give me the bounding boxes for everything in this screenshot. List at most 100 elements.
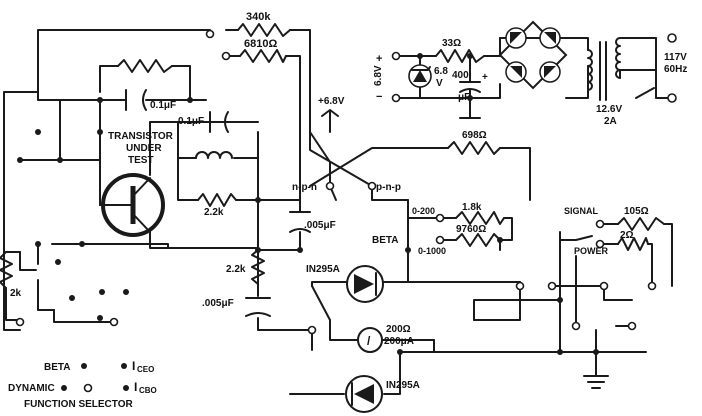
meter-200ua (357, 327, 383, 353)
label-0-1uf-b: 0.1μF (178, 116, 204, 127)
labels: 340k 6810Ω 0.1μF TRANSISTOR UNDER TEST 0… (8, 11, 687, 410)
resistor-1-8k (455, 211, 505, 225)
resistor-2-2k-b (251, 249, 265, 285)
label-pnp: p-n-p (376, 182, 401, 193)
mains-terminal-2 (667, 93, 677, 103)
label-dut-1: TRANSISTOR (108, 131, 174, 142)
label-2-2k-b: 2.2k (226, 264, 246, 275)
label-dut-3: TEST (128, 155, 154, 166)
capacitor-005uf-a (289, 211, 311, 233)
label-fs-dynamic: DYNAMIC (8, 383, 55, 394)
label-fs-title: FUNCTION SELECTOR (24, 399, 133, 410)
terminal-c (599, 281, 609, 291)
switch-contact-340k (205, 29, 215, 39)
label-698: 698Ω (462, 130, 487, 141)
label-supply-plus: + (376, 53, 382, 65)
label-zener-v2: V (436, 78, 443, 89)
label-beta: BETA (372, 235, 398, 246)
npn-contact (325, 181, 335, 191)
label-2k: 2k (10, 288, 22, 299)
power-switch (635, 87, 655, 99)
resistor-feedback (117, 59, 173, 73)
label-signal: SIGNAL (564, 206, 599, 216)
label-340k: 340k (246, 11, 271, 23)
label-2-2k-a: 2.2k (204, 207, 224, 218)
terminal-f (627, 321, 637, 331)
diode-in295a-2 (345, 375, 383, 413)
pnp-contact (367, 181, 377, 191)
resistor-2 (617, 237, 649, 251)
label-6810: 6810Ω (244, 38, 277, 50)
resistor-340k (237, 23, 291, 37)
selector-contact-b (15, 317, 25, 327)
label-400-a: 400 (452, 70, 469, 81)
label-dut-2: UNDER (126, 143, 162, 154)
junction-dots (17, 53, 599, 391)
label-diode-1: IN295A (306, 264, 340, 275)
mains-terminal-1 (667, 33, 677, 43)
capacitor-400uf (459, 81, 481, 93)
label-fs-beta: BETA (44, 362, 70, 373)
label-npn: n-p-n (292, 182, 317, 193)
label-005uf-a: .005μF (304, 220, 336, 231)
meter-switch-contact (307, 325, 317, 335)
terminal-e (571, 321, 581, 331)
meter-needle-icon: / (367, 334, 371, 348)
label-fs-iceo: I (132, 359, 135, 373)
signal-contact (595, 219, 605, 229)
label-fs-icbo: I (134, 380, 137, 394)
capacitor-0-1uf (125, 89, 147, 111)
terminal-b (547, 281, 557, 291)
label-400-b: μF (458, 92, 470, 103)
label-secondary-2: 2A (604, 116, 617, 127)
diode-in295a-1 (346, 265, 384, 303)
label-400-plus: + (482, 72, 488, 83)
label-mains-1: 117V (664, 52, 687, 63)
supply-terminal-neg (391, 93, 401, 103)
label-zener-v1: 6.8 (434, 66, 448, 77)
label-supply-minus: − (376, 91, 382, 103)
supply-terminal-pos (391, 51, 401, 61)
label-fs-iceo-sub: CEO (137, 365, 154, 374)
resistor-2k (0, 251, 21, 321)
resistor-6810 (239, 49, 287, 63)
label-rail-pos: +6.8V (318, 96, 345, 107)
zener-diode (408, 64, 432, 88)
selector-contact-a (109, 317, 119, 327)
beta-contact-0-200 (435, 213, 445, 223)
bridge-rectifier (498, 20, 568, 90)
label-beta-0200: 0-200 (412, 206, 435, 216)
label-supply-v: 6.8V (373, 65, 384, 86)
label-005uf-b: .005μF (202, 298, 234, 309)
terminal-d (647, 281, 657, 291)
label-105: 105Ω (624, 206, 649, 217)
resistor-105 (617, 217, 665, 231)
terminal-a (515, 281, 525, 291)
beta-contact-0-1000 (435, 235, 445, 245)
label-power: POWER (574, 246, 609, 256)
capacitor-005uf-b (245, 297, 271, 317)
resistor-9760 (455, 233, 501, 247)
label-9760: 9760Ω (456, 224, 486, 235)
components (0, 20, 677, 413)
label-meter-1: 200Ω (386, 324, 411, 335)
label-2: 2Ω (620, 230, 634, 241)
label-meter-2: 200μA (384, 336, 414, 347)
inductor (195, 151, 233, 159)
resistor-2-2k-a (197, 193, 237, 207)
resistor-698 (447, 141, 501, 155)
label-diode-2: IN295A (386, 380, 420, 391)
dynamic-contact (83, 383, 93, 393)
transformer (587, 37, 621, 101)
resistor-33 (435, 49, 485, 63)
label-33: 33Ω (442, 38, 461, 49)
transistor-under-test (101, 173, 165, 241)
label-1-8k: 1.8k (462, 202, 482, 213)
label-fs-icbo-sub: CBO (139, 386, 157, 395)
capacitor-0-1uf-b (209, 111, 229, 133)
label-secondary-1: 12.6V (596, 104, 622, 115)
switch-contact-6810 (221, 51, 231, 61)
label-0-1uf: 0.1μF (150, 100, 176, 111)
power-contact (595, 239, 605, 249)
